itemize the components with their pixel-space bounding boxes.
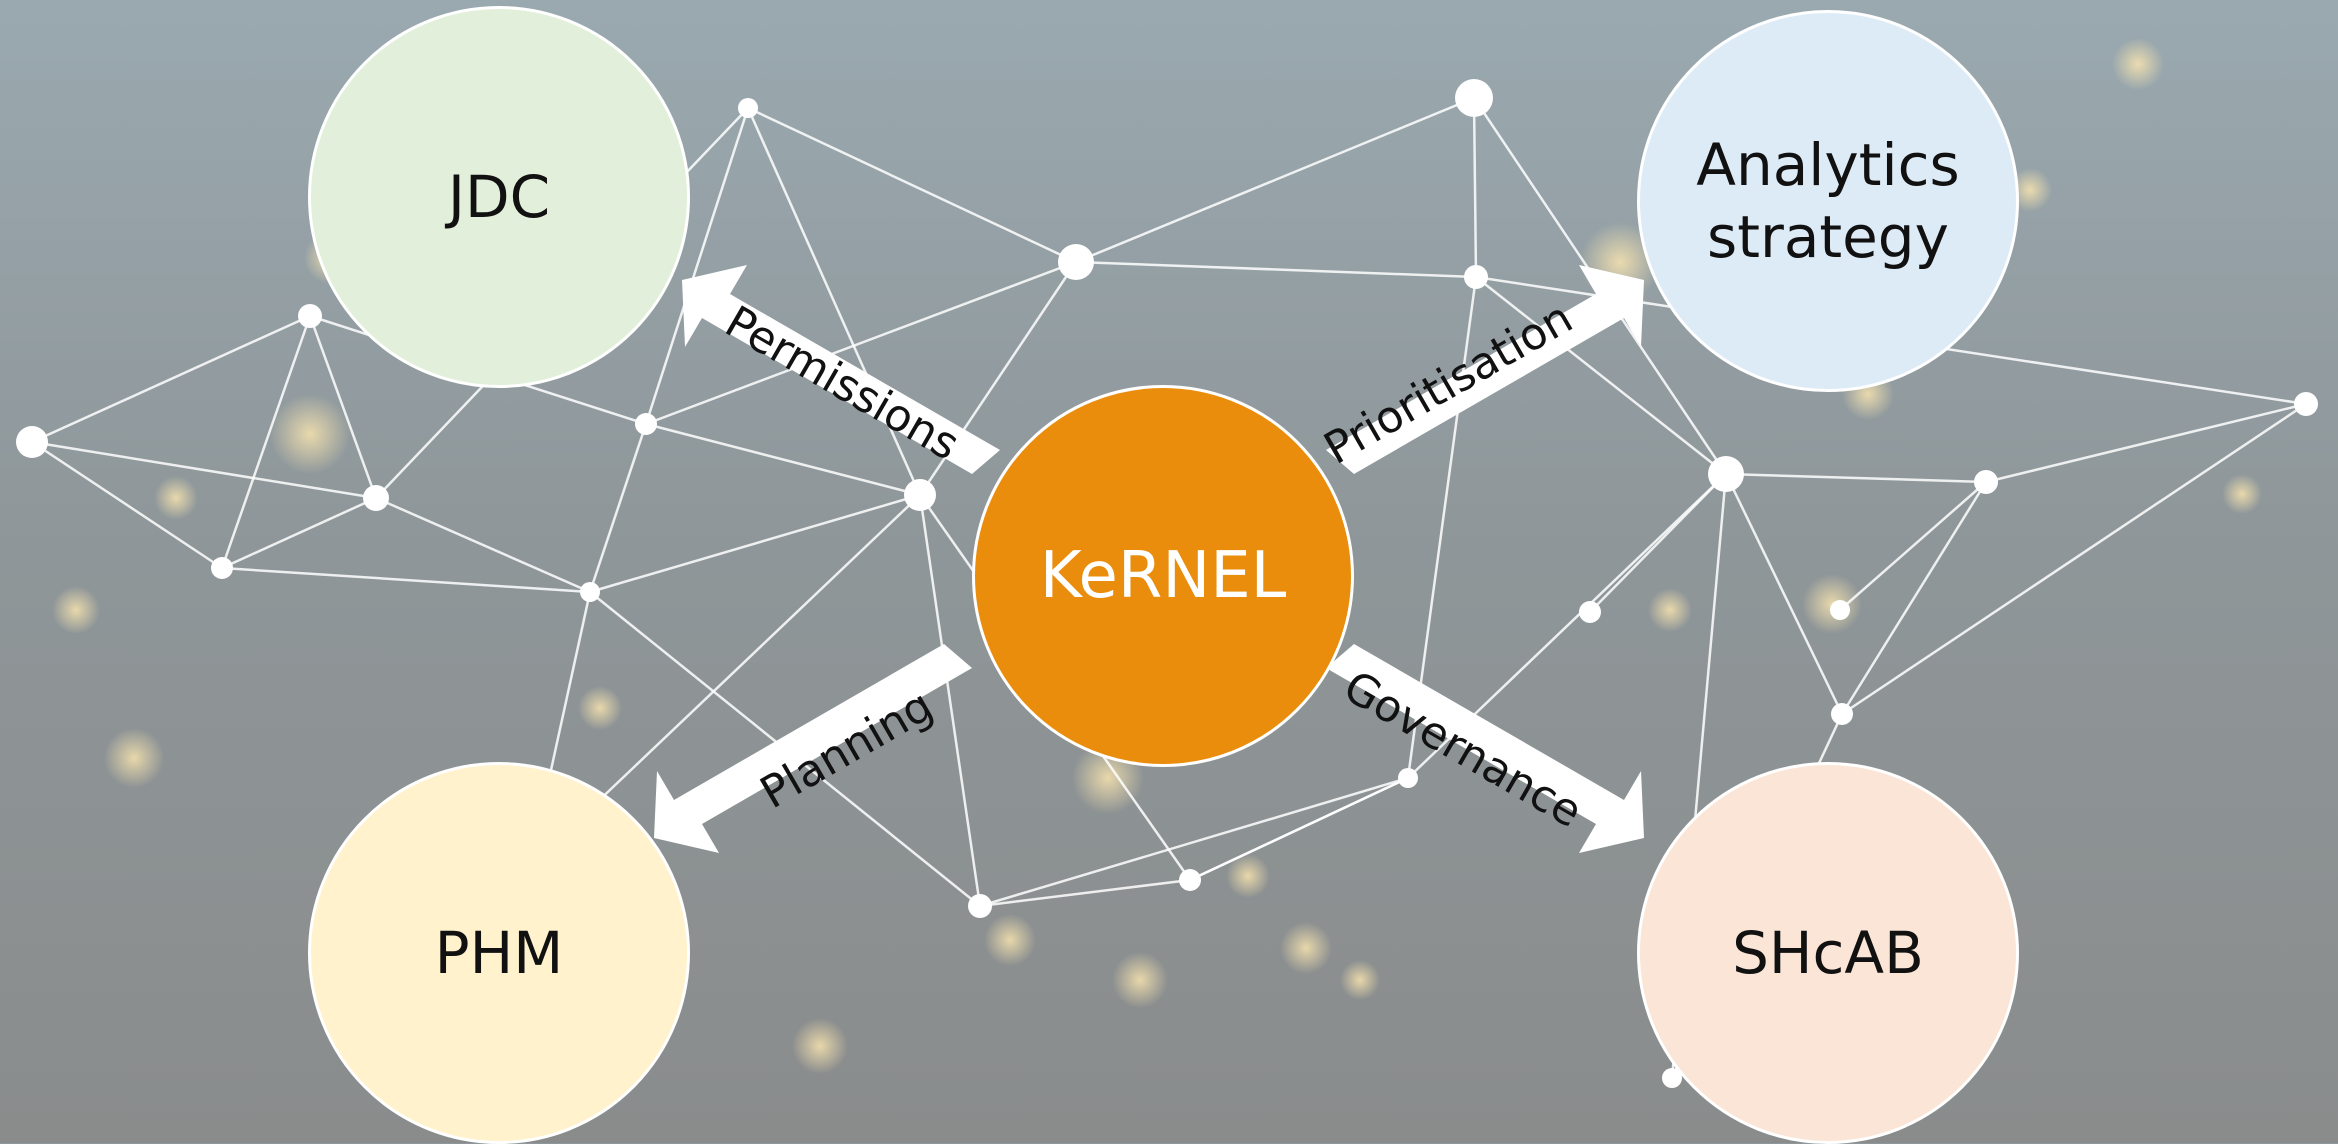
network-node (363, 485, 389, 511)
bokeh-light (578, 686, 622, 730)
network-line (31, 440, 223, 570)
network-line (221, 566, 591, 594)
network-line (645, 422, 921, 497)
network-line (1841, 402, 2307, 716)
network-line (221, 496, 377, 570)
node-phm: PHM (308, 762, 690, 1144)
network-node (1058, 244, 1094, 280)
network-line (1840, 481, 1988, 715)
bokeh-light (2222, 474, 2262, 514)
network-node (1455, 79, 1493, 117)
network-node (1579, 601, 1601, 623)
network-node (1179, 869, 1201, 891)
network-line (1189, 776, 1409, 882)
network-line (220, 315, 312, 569)
network-node (1974, 470, 1998, 494)
network-line (1075, 96, 1475, 264)
network-node (1831, 703, 1853, 725)
network-line (1472, 97, 1478, 278)
bokeh-light (792, 1018, 848, 1074)
bokeh-light (2112, 38, 2164, 90)
node-analytics-strategy-label: Analytics strategy (1696, 130, 1960, 272)
network-line (1589, 473, 1727, 613)
network-node (635, 413, 657, 435)
bokeh-light (1648, 588, 1692, 632)
network-line (645, 260, 1077, 426)
bokeh-light (104, 728, 164, 788)
arrow-prioritisation (1326, 265, 1644, 474)
network-line (1839, 481, 1987, 611)
network-line (31, 314, 311, 444)
network-line (375, 496, 591, 594)
network-line (644, 107, 750, 425)
network-line (747, 106, 1077, 264)
bokeh-light (52, 586, 100, 634)
bokeh-light (1280, 922, 1332, 974)
arrow-planning (654, 644, 972, 853)
bokeh-light (984, 914, 1036, 966)
node-shcab: SHcAB (1637, 762, 2019, 1144)
bokeh-light (1340, 960, 1380, 1000)
node-kernel: KeRNEL (972, 385, 1354, 767)
network-line (1075, 260, 1477, 279)
bokeh-light (270, 394, 350, 474)
network-node (2294, 392, 2318, 416)
network-line (746, 107, 922, 496)
bokeh-light (1112, 952, 1168, 1008)
network-node (580, 582, 600, 602)
network-line (918, 494, 982, 907)
arrows (654, 265, 1644, 853)
node-phm-label: PHM (434, 918, 564, 987)
network-node (1662, 1068, 1682, 1088)
bokeh-light (1226, 854, 1270, 898)
network-line (308, 315, 378, 499)
network-node (1398, 768, 1418, 788)
node-analytics-strategy: Analytics strategy (1637, 10, 2019, 392)
arrow-governance (1326, 644, 1644, 853)
bokeh-light (154, 476, 198, 520)
network-line (31, 440, 377, 500)
network-node (1830, 600, 1850, 620)
network-line (1985, 402, 2307, 484)
network-line (1724, 473, 1844, 715)
network-line (979, 878, 1191, 908)
network-node (1464, 265, 1488, 289)
network-node (904, 479, 936, 511)
network-line (1475, 276, 1727, 475)
network-node (298, 304, 322, 328)
node-jdc-label: JDC (447, 162, 551, 231)
arrow-permissions (682, 265, 1000, 474)
network-node (1708, 456, 1744, 492)
network-line (979, 776, 1409, 908)
node-shcab-label: SHcAB (1732, 918, 1924, 987)
network-node (738, 98, 758, 118)
network-node (968, 894, 992, 918)
network-line (589, 493, 921, 594)
network-lines (31, 96, 2307, 1079)
node-jdc: JDC (308, 6, 690, 388)
network-nodes (16, 79, 2318, 1088)
bokeh-light (2008, 168, 2052, 212)
network-node (16, 426, 48, 458)
network-node (211, 557, 233, 579)
network-line (588, 423, 648, 593)
network-line (1725, 472, 1987, 484)
node-kernel-label: KeRNEL (1039, 539, 1287, 613)
